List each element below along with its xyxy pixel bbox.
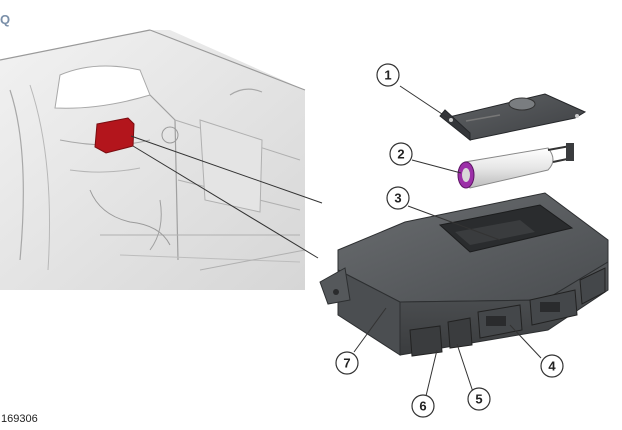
- highlighted-module-location: [94, 117, 135, 154]
- callout-2-number: 2: [397, 147, 404, 162]
- callout-7-number: 7: [343, 356, 350, 371]
- callout-5-number: 5: [475, 392, 482, 407]
- battery-part: [457, 143, 574, 189]
- callout-3: 3: [386, 186, 410, 210]
- corner-mark: Q: [0, 12, 11, 27]
- module-housing: [319, 192, 609, 357]
- cover-lid-part: [439, 93, 587, 142]
- callout-7: 7: [335, 351, 359, 375]
- callout-4: 4: [540, 354, 564, 378]
- callouts-group: 1 2 3 4 5 6 7: [335, 63, 564, 418]
- figure-reference-code: 169306: [1, 413, 38, 425]
- callout-1-number: 1: [384, 68, 391, 83]
- callout-5: 5: [467, 387, 491, 411]
- callout-4-number: 4: [548, 359, 556, 374]
- callout-1: 1: [376, 63, 400, 87]
- callout-6: 6: [411, 394, 435, 418]
- vehicle-body-illustration: [0, 29, 306, 290]
- callout-6-number: 6: [419, 399, 426, 414]
- callout-3-number: 3: [394, 191, 401, 206]
- zoom-leader-lines: [130, 135, 323, 259]
- callout-2: 2: [389, 142, 413, 166]
